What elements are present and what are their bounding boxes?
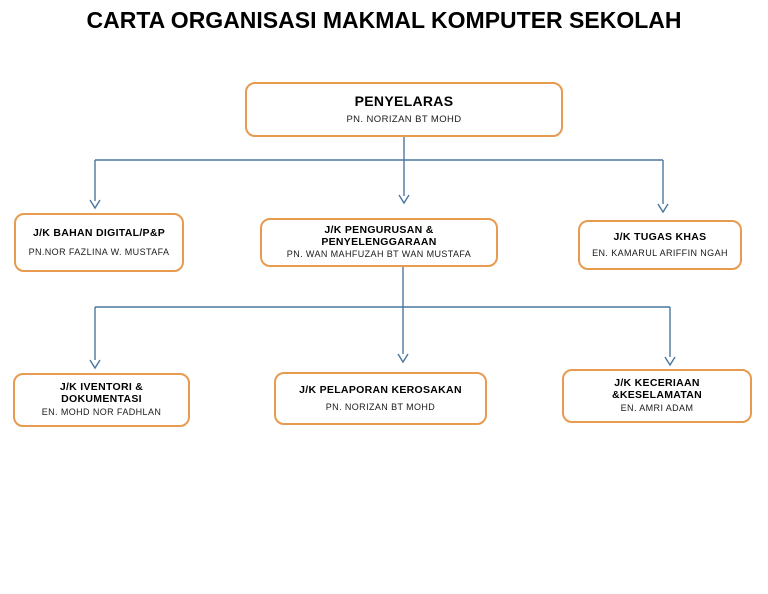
org-node-penyelaras: PENYELARAS PN. NORIZAN BT MOHD (245, 82, 563, 137)
org-node-person: PN. NORIZAN BT MOHD (346, 113, 462, 125)
org-node-role: J/K TUGAS KHAS (613, 230, 707, 243)
org-node-role: J/K KECERIAAN &KESELAMATAN (611, 377, 703, 401)
org-node-person: EN. KAMARUL ARIFFIN NGAH (592, 247, 728, 258)
org-node-pelaporan-kerosakan: J/K PELAPORAN KEROSAKAN PN. NORIZAN BT M… (274, 372, 487, 425)
org-node-person: PN. WAN MAHFUZAH BT WAN MUSTAFA (286, 248, 472, 259)
connector-arrow-l2a (89, 160, 101, 210)
connector-arrow-l2b (398, 160, 410, 205)
org-node-pengurusan-penyelenggaraan: J/K PENGURUSAN & PENYELENGGARAAN PN. WAN… (260, 218, 498, 267)
org-node-role: PENYELARAS (354, 92, 454, 109)
org-node-role: J/K PENGURUSAN & PENYELENGGARAAN (321, 224, 437, 248)
org-node-role: J/K PELAPORAN KEROSAKAN (299, 383, 462, 396)
org-node-tugas-khas: J/K TUGAS KHAS EN. KAMARUL ARIFFIN NGAH (578, 220, 742, 270)
connector-arrow-l3c (664, 307, 676, 367)
connector-arrow-l3a (89, 307, 101, 370)
connector-arrow-l3b (397, 307, 409, 364)
org-node-role: J/K BAHAN DIGITAL/P&P (32, 226, 166, 239)
org-node-bahan-digital: J/K BAHAN DIGITAL/P&P PN.NOR FAZLINA W. … (14, 213, 184, 272)
connector-arrow-l2c (657, 160, 669, 214)
org-node-iventori-dokumentasi: J/K IVENTORI & DOKUMENTASI EN. MOHD NOR … (13, 373, 190, 427)
org-node-person: EN. MOHD NOR FADHLAN (41, 407, 162, 418)
org-node-role: J/K IVENTORI & DOKUMENTASI (59, 381, 144, 405)
org-node-person: PN.NOR FAZLINA W. MUSTAFA (28, 246, 170, 257)
org-node-keceriaan-keselamatan: J/K KECERIAAN &KESELAMATAN EN. AMRI ADAM (562, 369, 752, 423)
page-title: CARTA ORGANISASI MAKMAL KOMPUTER SEKOLAH (86, 7, 682, 33)
org-node-person: PN. NORIZAN BT MOHD (325, 401, 436, 412)
org-node-person: EN. AMRI ADAM (620, 403, 694, 414)
